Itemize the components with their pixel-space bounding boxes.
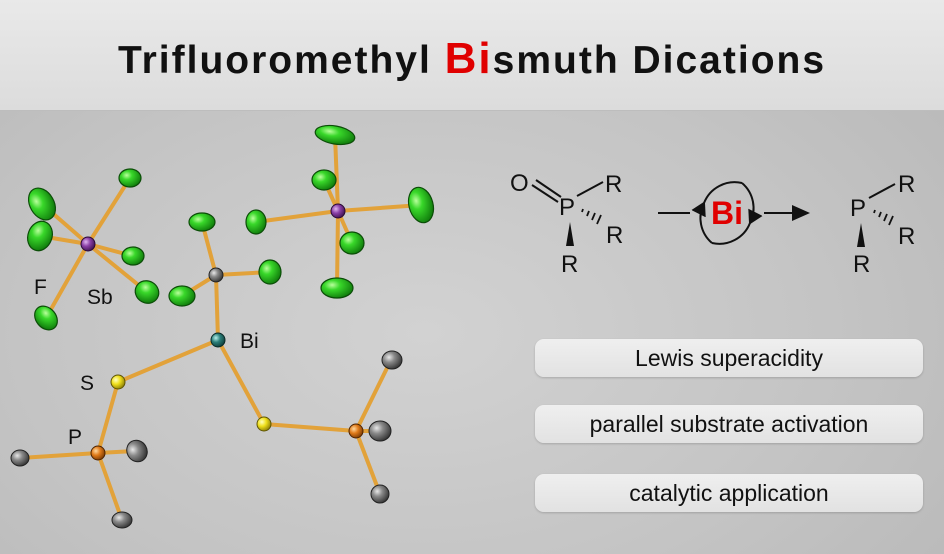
fluorine-atom xyxy=(407,186,435,224)
fluorine-atom xyxy=(27,187,57,221)
catalytic-arrow: Bi xyxy=(658,181,810,245)
title-prefix: Trifluoromethyl xyxy=(117,39,445,82)
phosphorus-label: P xyxy=(559,194,575,221)
bismuth-dication xyxy=(10,212,403,529)
carbon-atom xyxy=(126,439,148,463)
fluorine-atom xyxy=(320,277,354,299)
fluorine-atom xyxy=(314,124,356,146)
carbon-atom xyxy=(370,484,390,504)
sbf6-anion-right xyxy=(245,124,435,299)
r-group-label: R xyxy=(561,251,578,278)
fluorine-atom xyxy=(118,168,142,188)
solid-wedge xyxy=(566,222,574,246)
bismuth-atom xyxy=(210,332,226,348)
fluorine-atom xyxy=(34,305,58,331)
r-group-label: R xyxy=(898,171,915,198)
carbon-atom xyxy=(381,350,403,370)
carbon-atom xyxy=(208,267,224,283)
feature-catalytic-application: catalytic application xyxy=(535,474,923,512)
title-highlight: Bi xyxy=(444,34,493,83)
carbon-atom xyxy=(111,511,133,529)
sbf6-anion-left xyxy=(27,168,160,331)
fluorine-atom xyxy=(168,285,196,307)
r-group-label: R xyxy=(898,223,915,250)
atom-label-bi: Bi xyxy=(240,330,259,353)
feature-lewis-superacidity: Lewis superacidity xyxy=(535,339,923,377)
carbon-atom xyxy=(368,420,392,442)
hashed-wedge xyxy=(581,208,602,225)
fluorine-atom xyxy=(121,246,145,266)
title-band xyxy=(0,0,944,111)
fluorine-atom xyxy=(134,280,160,304)
hashed-wedge xyxy=(873,209,894,226)
r-group-label: R xyxy=(606,222,623,249)
solid-wedge xyxy=(857,223,865,247)
page-title: Trifluoromethyl Bismuth Dications xyxy=(0,34,944,84)
fluorine-atom xyxy=(27,220,53,252)
phosphorus-label: P xyxy=(850,195,866,222)
oxygen-label: O xyxy=(510,170,529,197)
phosphine-oxide: O P R R R xyxy=(510,170,623,278)
reaction-scheme: O P R R R xyxy=(510,170,915,278)
feature-parallel-substrate-activation: parallel substrate activation xyxy=(535,405,923,443)
phosphine-product: P R R R xyxy=(850,171,915,278)
fluorine-atom xyxy=(245,209,267,235)
atom-label-s: S xyxy=(80,372,94,395)
antimony-atom xyxy=(330,203,346,219)
fluorine-atom xyxy=(311,169,337,191)
sulfur-atom xyxy=(256,416,272,432)
phosphorus-atom xyxy=(90,445,106,461)
atom-label-sb: Sb xyxy=(87,286,113,309)
bismuth-catalyst-label: Bi xyxy=(711,195,743,231)
fluorine-atom xyxy=(339,231,365,255)
atom-label-p: P xyxy=(68,426,82,449)
phosphorus-atom xyxy=(348,423,364,439)
title-suffix: smuth Dications xyxy=(492,39,827,82)
fluorine-atom xyxy=(188,212,216,232)
r-group-label: R xyxy=(853,251,870,278)
antimony-atom xyxy=(80,236,96,252)
sulfur-atom xyxy=(110,374,126,390)
fluorine-atom xyxy=(258,259,282,285)
r-group-label: R xyxy=(605,171,622,198)
atom-label-f: F xyxy=(34,276,47,299)
carbon-atom xyxy=(10,449,30,467)
